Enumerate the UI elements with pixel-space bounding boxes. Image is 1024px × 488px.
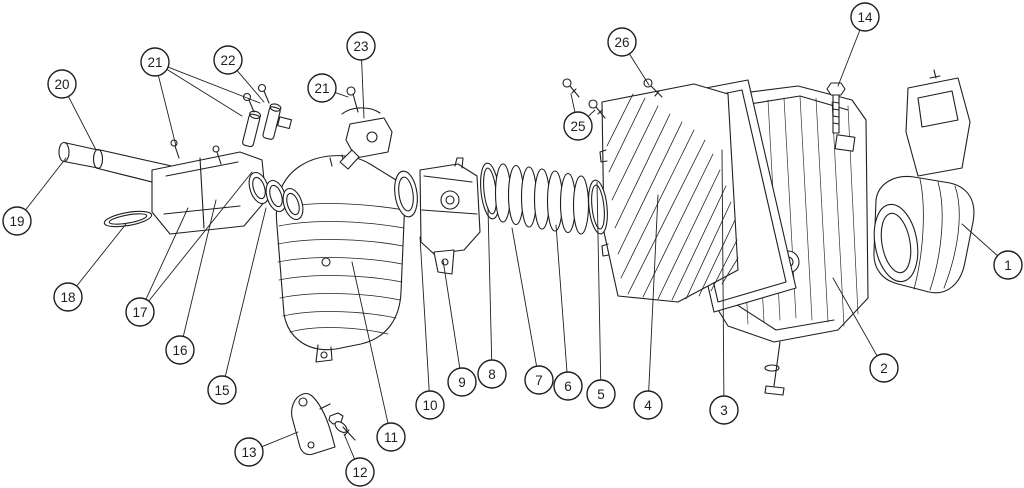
part-mounting-bracket (291, 392, 336, 456)
leader-line-10-0 (419, 236, 430, 392)
callout-balloon-19 (2, 206, 32, 236)
callout-number-19: 19 (9, 214, 24, 229)
callout-number-22: 22 (220, 53, 235, 68)
callout-number-18: 18 (60, 290, 75, 305)
part-bolt-12 (328, 412, 356, 441)
callout-balloon-9 (447, 367, 477, 397)
leader-line-22-0 (236, 70, 265, 103)
callout-balloon-8 (477, 359, 507, 389)
leader-line-17-0 (145, 207, 189, 300)
leader-line-21-1 (166, 68, 243, 117)
callout-balloon-26 (607, 27, 637, 57)
leader-line-15-0 (224, 207, 267, 377)
callout-number-7: 7 (535, 373, 543, 388)
part-resonator (275, 154, 406, 363)
callout-number-1: 1 (1004, 258, 1012, 273)
callout-balloon-3 (709, 395, 739, 425)
part-valve-cluster (242, 83, 293, 148)
callout-number-4: 4 (644, 398, 652, 413)
leader-line-17-1 (148, 171, 253, 302)
part-bolt-14 (826, 82, 846, 134)
callout-number-6: 6 (564, 379, 572, 394)
callout-balloon-6 (553, 371, 583, 401)
leader-line-21-0 (334, 92, 349, 98)
callout-balloon-22 (213, 45, 243, 75)
callout-balloon-12 (345, 457, 375, 487)
leader-line-1-0 (961, 223, 998, 257)
callout-balloon-16 (165, 335, 195, 365)
callout-number-10: 10 (422, 398, 437, 413)
part-corrugated-hose (480, 162, 608, 235)
callout-balloon-25 (563, 111, 593, 141)
callout-number-15: 15 (214, 383, 229, 398)
leader-line-12-0 (343, 433, 356, 460)
callout-balloon-4 (633, 390, 663, 420)
leader-line-8-0 (487, 207, 493, 361)
leader-line-21-0 (157, 75, 177, 147)
callout-balloon-20 (47, 69, 77, 99)
callout-number-21: 21 (314, 81, 329, 96)
leader-line-13-0 (261, 431, 299, 448)
part-gasket-ring (103, 210, 153, 228)
callout-balloon-7 (524, 365, 554, 395)
callout-number-23: 23 (353, 39, 368, 54)
part-screws-25 (562, 78, 606, 119)
leader-line-2-0 (832, 277, 878, 357)
callout-number-26: 26 (614, 35, 629, 50)
callout-balloon-1 (993, 250, 1023, 280)
callout-balloon-21 (307, 73, 337, 103)
callout-number-17: 17 (132, 305, 147, 320)
callout-balloon-23 (346, 31, 376, 61)
leader-line-18-0 (76, 223, 127, 287)
callout-number-12: 12 (352, 465, 367, 480)
callout-number-14: 14 (857, 10, 873, 25)
leader-line-9-0 (442, 259, 461, 369)
leader-line-21-2 (167, 66, 261, 104)
callout-balloon-21 (140, 47, 170, 77)
callout-number-5: 5 (597, 387, 605, 402)
callout-balloon-2 (869, 353, 899, 383)
part-air-cleaner-cover (599, 83, 739, 303)
part-bracket-assembly (151, 139, 267, 235)
callout-number-16: 16 (172, 343, 187, 358)
part-elbow-duct (873, 69, 975, 294)
callout-balloon-18 (53, 282, 83, 312)
part-throttle-body (394, 157, 481, 275)
callout-balloon-13 (234, 437, 264, 467)
callout-number-11: 11 (384, 430, 398, 445)
leader-line-23-0 (361, 59, 365, 119)
callout-number-25: 25 (570, 119, 585, 134)
part-seal-rings (248, 171, 304, 221)
leader-line-6-0 (555, 224, 568, 373)
callout-balloon-15 (207, 375, 237, 405)
leader-line-7-0 (511, 227, 538, 367)
callout-number-3: 3 (720, 403, 728, 418)
callout-number-13: 13 (241, 445, 256, 460)
leader-line-16-0 (182, 199, 217, 337)
callout-number-21: 21 (147, 55, 162, 70)
part-sensor-23 (339, 86, 393, 170)
leader-line-26-0 (628, 53, 650, 86)
leader-line-19-0 (25, 157, 67, 211)
callout-number-20: 20 (54, 77, 69, 92)
callout-balloon-10 (415, 390, 445, 420)
callout-balloon-14 (850, 2, 880, 32)
leader-line-3-0 (721, 149, 725, 397)
leader-line-5-0 (596, 181, 602, 381)
leader-line-14-0 (837, 29, 861, 87)
leader-line-25-1 (587, 109, 596, 117)
callout-number-9: 9 (458, 375, 466, 390)
leader-line-20-0 (67, 95, 97, 151)
callout-balloon-11 (376, 422, 406, 452)
leader-line-25-0 (570, 93, 576, 113)
callout-balloon-17 (125, 297, 155, 327)
callout-balloon-5 (586, 379, 616, 409)
callout-number-2: 2 (880, 361, 888, 376)
leader-line-4-0 (648, 194, 659, 392)
callout-number-8: 8 (488, 367, 496, 382)
leader-line-11-0 (351, 261, 389, 424)
